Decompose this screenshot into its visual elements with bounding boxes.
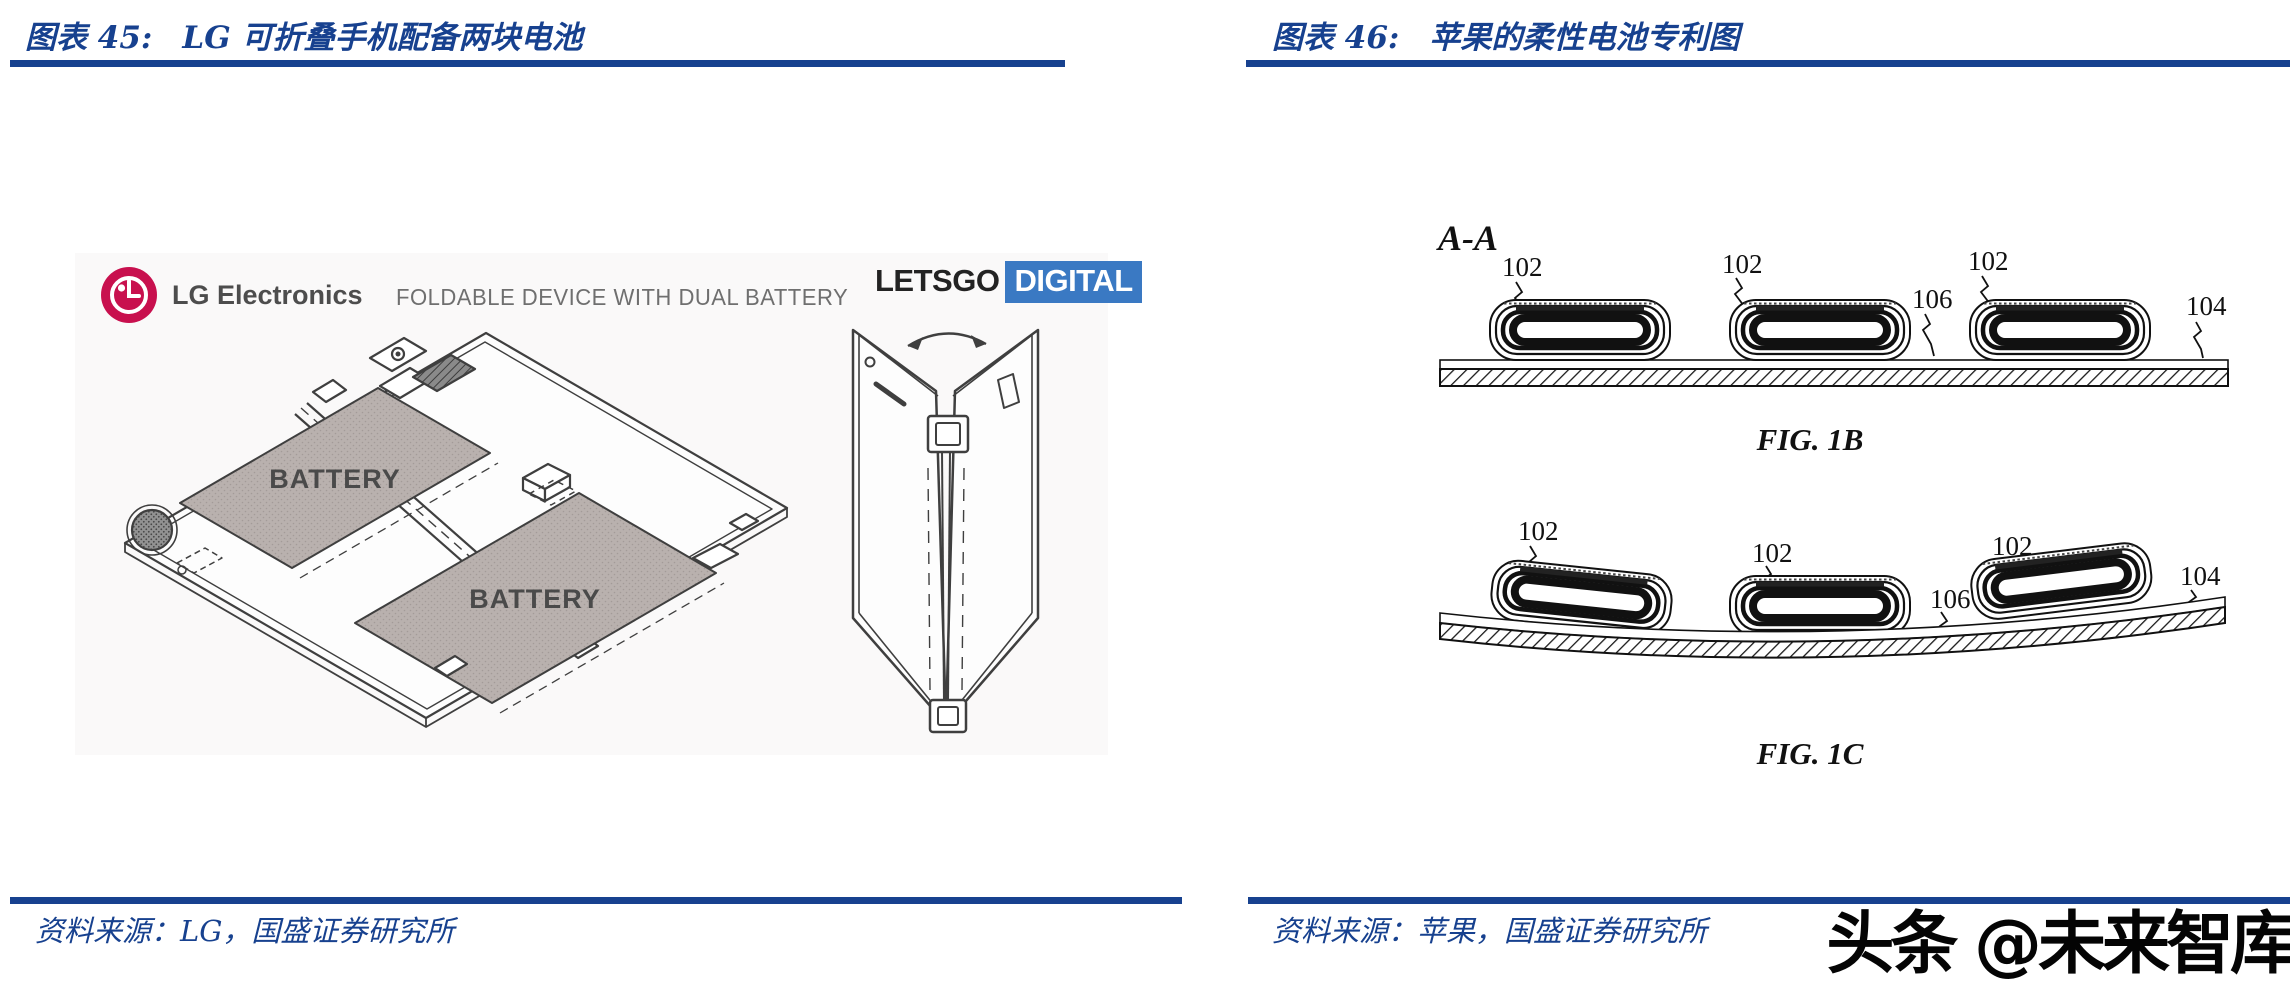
battery-label-1: BATTERY xyxy=(269,464,401,494)
ref-label-102: 102 xyxy=(1722,249,1763,279)
battery-cell xyxy=(1730,300,1910,360)
fig45-title-text: LG 可折叠手机配备两块电池 xyxy=(182,20,583,56)
ref-label-106: 106 xyxy=(1912,284,1953,314)
apple-flexible-battery-patent-drawing: A-A 102 102 102 106 104 xyxy=(1436,218,2229,771)
fold-direction-arrow xyxy=(907,332,987,350)
ref-label-102: 102 xyxy=(1752,538,1793,568)
lg-logo-icon xyxy=(101,267,157,323)
fig-1b-caption: FIG. 1B xyxy=(1756,422,1864,457)
battery-cell xyxy=(1490,300,1670,360)
battery-label-2: BATTERY xyxy=(469,584,601,614)
hinge-bottom xyxy=(928,698,968,734)
fig46-label: 图表 46: xyxy=(1272,20,1400,56)
section-line-label: A-A xyxy=(1436,218,1498,258)
ref-label-102: 102 xyxy=(1518,516,1559,546)
battery-cell xyxy=(1730,576,1910,636)
fig-1c-drawing: 102 102 102 106 104 FIG. 1C xyxy=(1439,516,2226,771)
pcb-components xyxy=(126,336,760,678)
pcb-open-device: BATTERY BATTERY xyxy=(123,331,789,728)
lg-brand-name: LG Electronics xyxy=(172,280,363,310)
side-button xyxy=(997,373,1020,409)
fig-1c-caption: FIG. 1C xyxy=(1756,736,1864,771)
fig45-label: 图表 45: xyxy=(25,20,153,56)
ref-label-104: 104 xyxy=(2180,561,2221,591)
ref-label-106: 106 xyxy=(1930,584,1971,614)
fig45-title: 图表 45: LG 可折叠手机配备两块电池 xyxy=(25,12,582,57)
folded-phone-drawing xyxy=(851,328,1040,734)
fig46-title-text: 苹果的柔性电池专利图 xyxy=(1429,20,1740,56)
fig-1b-drawing: 102 102 102 106 104 FIG. 1B xyxy=(1439,246,2229,457)
toutiao-watermark: 头条 @未来智库 xyxy=(1826,905,2290,984)
front-camera-dot xyxy=(864,356,876,368)
ref-label-104: 104 xyxy=(2186,291,2227,321)
patent-drawing-caption: FOLDABLE DEVICE WITH DUAL BATTERY xyxy=(396,284,849,310)
ref-label-102: 102 xyxy=(1968,246,2009,276)
substrate-hatched xyxy=(1439,368,2229,387)
battery-cell xyxy=(1970,300,2150,360)
fig46-title: 图表 46: 苹果的柔性电池专利图 xyxy=(1272,12,1739,57)
earpiece-slit xyxy=(873,381,907,407)
fig46-top-rule xyxy=(1246,60,2290,67)
substrate-top-plate xyxy=(1439,359,2229,370)
letsgo-logo-part1: LETSGO xyxy=(875,263,1000,298)
fig45-source: 资料来源：LG，国盛证券研究所 xyxy=(35,914,455,948)
lg-foldable-patent-drawing: BATTERY BATTERY xyxy=(123,328,1040,734)
fig45-bottom-rule xyxy=(10,897,1182,904)
ref-label-102: 102 xyxy=(1502,252,1543,282)
fig46-source: 资料来源：苹果，国盛证券研究所 xyxy=(1272,914,1708,948)
curved-substrate-hatched xyxy=(1439,605,2226,659)
fig46-bottom-rule xyxy=(1248,897,2290,904)
hinge-top xyxy=(926,414,970,454)
battery-area-1 xyxy=(179,387,499,579)
letsgo-logo-part2: DIGITAL xyxy=(1005,261,1142,303)
speaker xyxy=(126,504,178,556)
fig45-top-rule xyxy=(10,60,1065,67)
